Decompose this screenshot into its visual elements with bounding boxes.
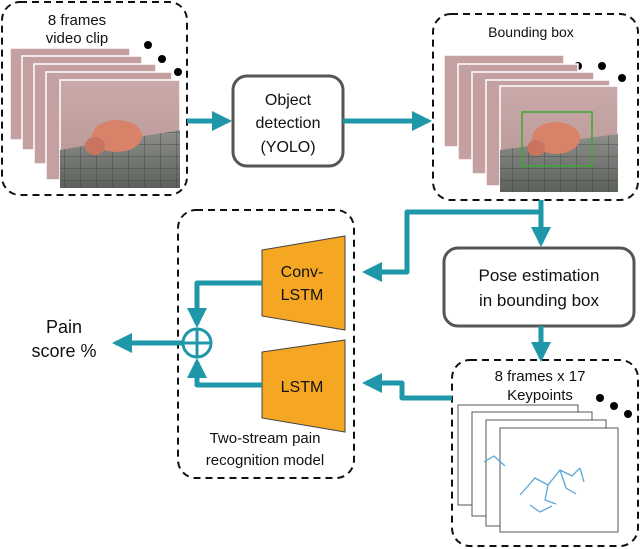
pose-estimation-block: Pose estimation in bounding box	[442, 246, 636, 328]
input-clip-dashed-box	[1, 1, 188, 196]
bounding-box-dashed-box	[432, 13, 639, 201]
bounding-box-group: Bounding box	[432, 13, 639, 201]
input-clip-group: 8 frames video clip	[1, 1, 188, 196]
bbox-frame-stack	[443, 54, 619, 193]
keypoint-skeleton	[483, 455, 585, 513]
input-clip-label-line2: video clip	[46, 30, 109, 47]
model-caption-line1: Two-stream pain	[210, 430, 321, 447]
arrows	[112, 111, 551, 401]
ellipsis-dot	[158, 55, 166, 63]
keypoints-label-line1: 8 frames x 17	[495, 368, 586, 385]
ellipsis-dot	[174, 68, 182, 76]
pose-estimation-line2: in bounding box	[479, 291, 600, 310]
output-label-line1: Pain	[46, 317, 82, 337]
pose-estimation-box	[442, 246, 636, 328]
lstm-block	[261, 339, 346, 433]
keypoint-frame-stack	[457, 404, 619, 533]
ellipsis-dot	[624, 410, 632, 418]
output-label-line2: score %	[31, 341, 96, 361]
model-caption-line2: recognition model	[206, 452, 324, 469]
two-stream-model-group: Conv- LSTM LSTM Two-stream pain recognit…	[177, 209, 355, 479]
sum-node	[181, 327, 213, 359]
bbox-frame-front	[499, 85, 619, 193]
convlstm-block	[261, 235, 346, 331]
object-detection-line1: Object	[265, 92, 312, 109]
object-detection-line2: detection	[256, 115, 321, 132]
ellipsis-dot	[596, 394, 604, 402]
convlstm-label-line2: LSTM	[281, 287, 324, 304]
video-frame-front	[59, 79, 181, 189]
lstm-label: LSTM	[281, 379, 324, 396]
arrow-lstm-to-sum	[187, 358, 262, 388]
video-frame-stack	[9, 47, 181, 189]
arrow-keypoints-to-lstm	[362, 373, 452, 401]
input-clip-label-line1: 8 frames	[48, 12, 106, 29]
object-detection-block: Object detection (YOLO)	[231, 74, 345, 168]
arrow-bbox-to-convlstm	[362, 209, 541, 282]
object-detection-line3: (YOLO)	[260, 139, 315, 156]
ellipsis-dot	[610, 402, 618, 410]
pose-estimation-line1: Pose estimation	[479, 266, 600, 285]
ellipsis-dot	[618, 74, 626, 82]
keypoints-label-line2: Keypoints	[507, 387, 573, 404]
bounding-box-label: Bounding box	[488, 24, 574, 40]
arrow-convlstm-to-sum	[187, 280, 262, 328]
keypoints-group: 8 frames x 17 Keypoints	[451, 359, 639, 547]
convlstm-label-line1: Conv-	[281, 264, 324, 281]
detection-bounding-box	[521, 111, 593, 167]
ellipsis-dot	[598, 62, 606, 70]
ellipsis-dot	[144, 41, 152, 49]
